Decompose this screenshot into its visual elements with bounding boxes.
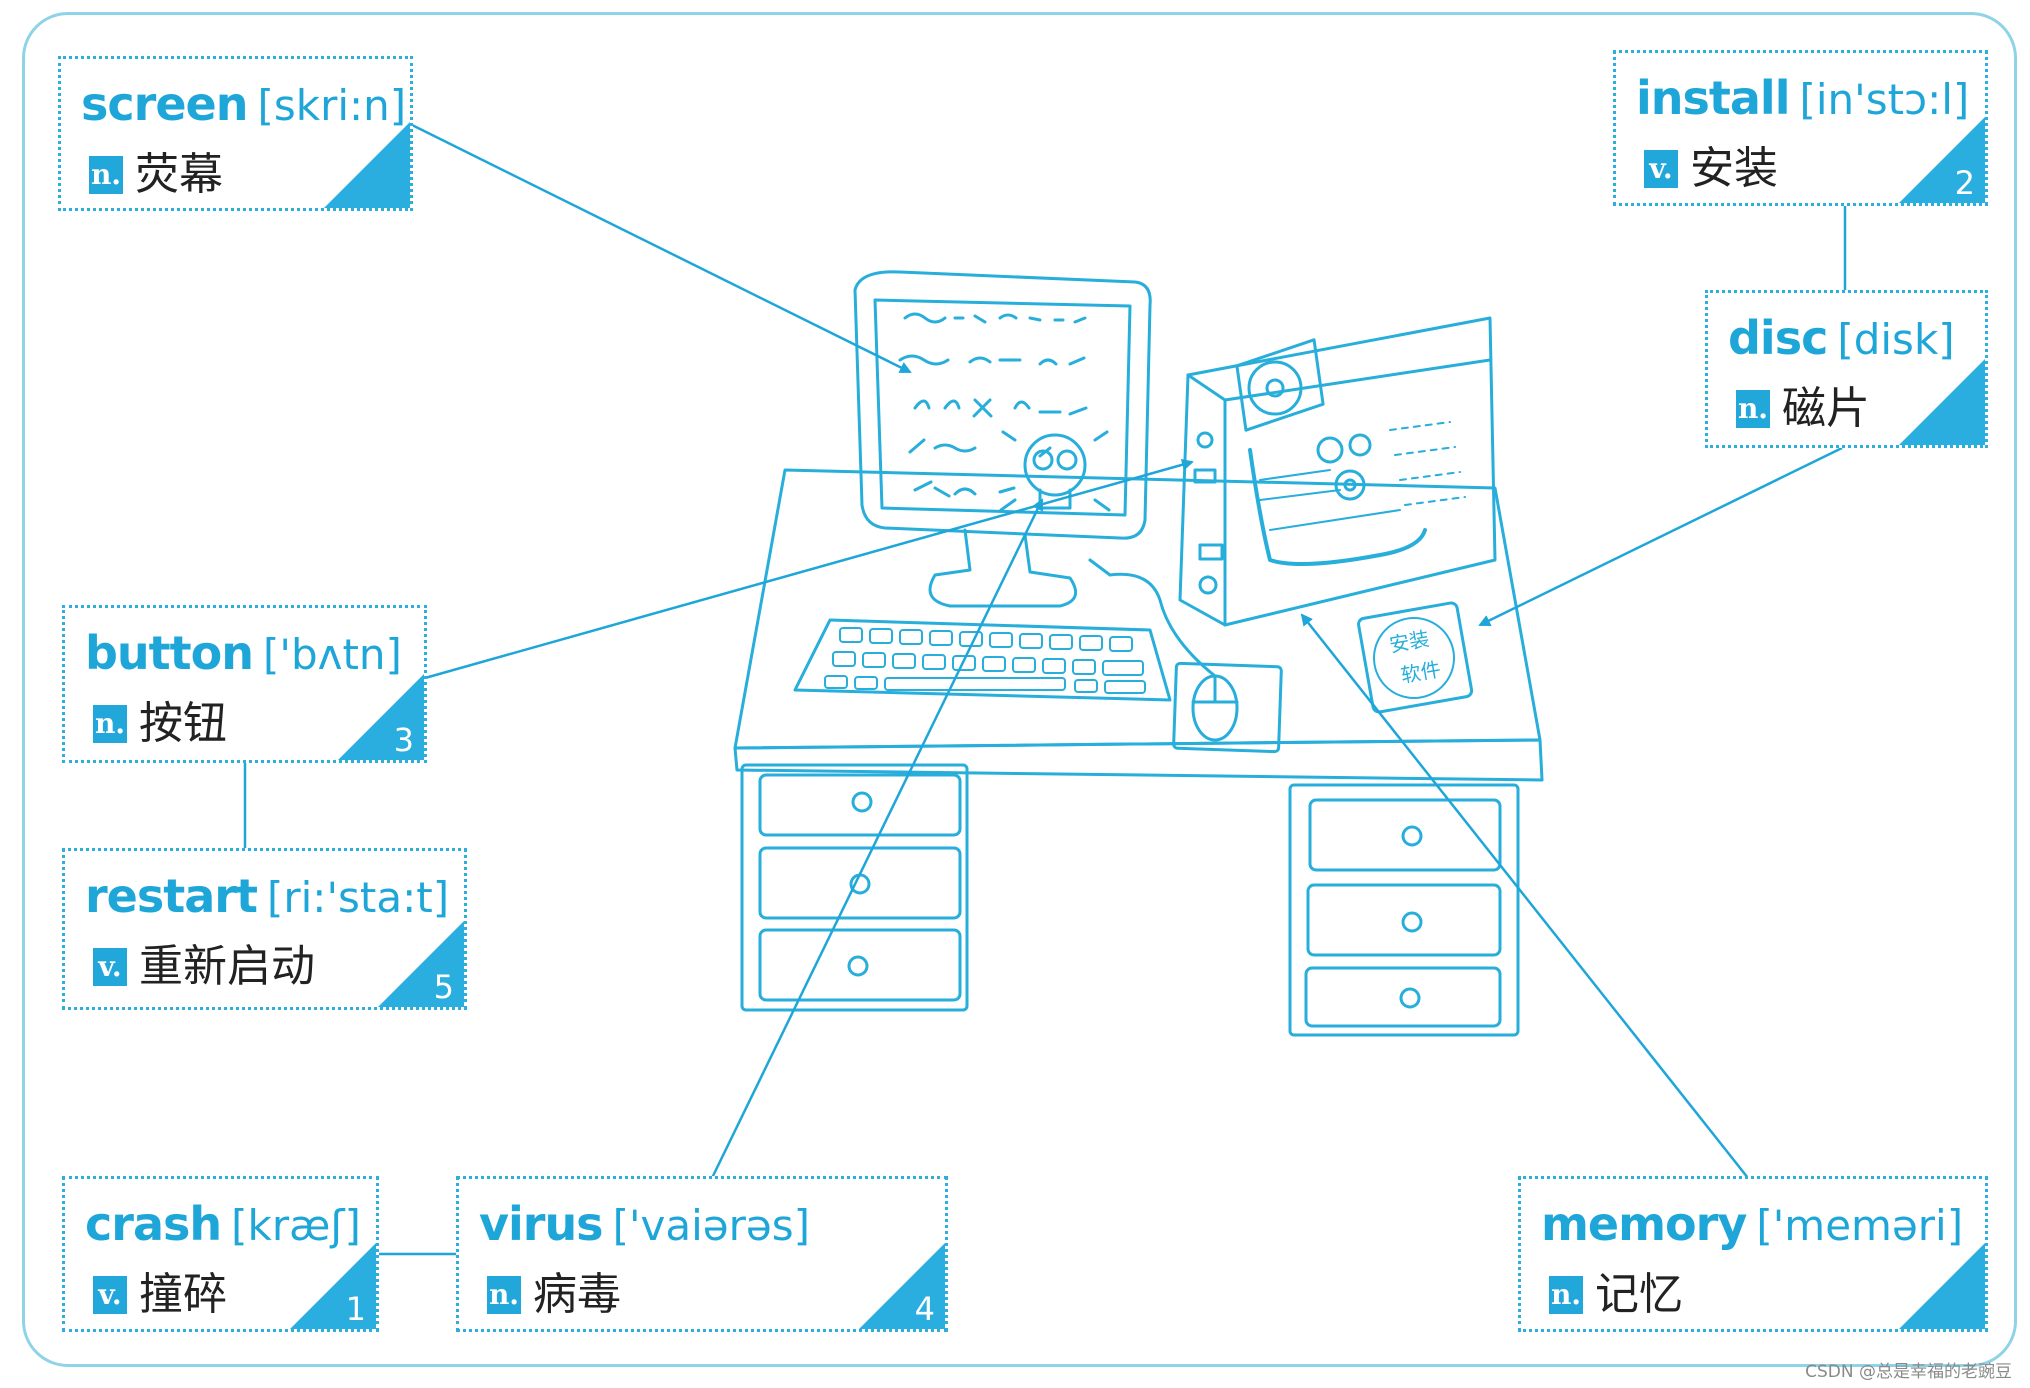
card-phonetic: ['bʌtn]	[263, 630, 402, 679]
vocab-card-restart: restart[ri:'sta:t] v. 重新启动 5	[62, 848, 467, 1010]
software-disc-case	[1357, 601, 1474, 714]
pos-badge: v.	[1644, 150, 1678, 188]
pos-badge: v.	[93, 948, 127, 986]
card-word: memory	[1541, 1197, 1747, 1251]
card-word: install	[1636, 71, 1790, 125]
watermark-credit: CSDN @总是幸福的老豌豆	[1805, 1362, 2012, 1382]
mouse-pad	[1172, 661, 1283, 754]
card-frame	[22, 12, 2017, 1367]
corner-triangle	[1899, 359, 1985, 445]
pos-badge: n.	[89, 156, 123, 194]
vocab-card-disc: disc[disk] n. 磁片	[1705, 290, 1988, 448]
card-phonetic: [ri:'sta:t]	[266, 873, 450, 922]
arrow-disc	[1478, 446, 1843, 627]
arrow-memory	[1300, 613, 1749, 1179]
keyboard	[793, 618, 1172, 702]
card-number: 2	[1954, 164, 1975, 202]
monitor-screen	[873, 298, 1132, 517]
skull-icon	[1023, 433, 1087, 497]
arrow-virus	[710, 498, 1044, 1179]
card-number: 3	[393, 721, 414, 759]
disc-case-label: 安装	[1387, 626, 1431, 657]
corner-triangle	[859, 1243, 945, 1329]
right-pedestal	[1288, 783, 1520, 1037]
card-word: virus	[479, 1197, 604, 1251]
card-word: restart	[85, 869, 258, 923]
card-word: screen	[81, 77, 248, 131]
disc-slot-icon	[1247, 360, 1303, 416]
card-meaning: 撞碎	[139, 1269, 227, 1320]
card-phonetic: [disk]	[1837, 315, 1955, 364]
pos-badge: v.	[93, 1276, 127, 1314]
pos-badge: n.	[1736, 390, 1770, 428]
card-number: 1	[345, 1290, 366, 1328]
vocab-card-crash: crash[kræʃ] v. 撞碎 1	[62, 1176, 379, 1332]
disc-case-label-2: 软件	[1399, 657, 1443, 688]
arrow-button	[424, 458, 1194, 680]
vocab-card-screen: screen[skri:n] n. 荧幕	[58, 56, 413, 211]
card-meaning: 重新启动	[139, 941, 315, 992]
card-phonetic: ['meməri]	[1756, 1201, 1964, 1250]
card-meaning: 病毒	[533, 1269, 621, 1320]
card-phonetic: [skri:n]	[257, 81, 407, 130]
desk-front-edge	[733, 738, 1544, 782]
card-phonetic: [in'stɔ:l]	[1799, 75, 1970, 124]
card-number: 5	[433, 968, 454, 1006]
vocab-card-memory: memory['meməri] n. 记忆	[1518, 1176, 1988, 1332]
vocab-card-virus: virus['vaiərəs] n. 病毒 4	[456, 1176, 948, 1332]
card-word: button	[85, 626, 254, 680]
card-meaning: 安装	[1690, 143, 1778, 194]
corner-triangle	[324, 122, 410, 208]
corner-triangle	[290, 1243, 376, 1329]
arrow-screen	[411, 123, 912, 374]
card-word: disc	[1728, 311, 1828, 365]
pos-badge: n.	[1549, 1276, 1583, 1314]
pos-badge: n.	[93, 705, 127, 743]
card-meaning: 按钮	[139, 698, 227, 749]
left-pedestal	[740, 763, 969, 1012]
corner-triangle	[1899, 1243, 1985, 1329]
pos-badge: n.	[487, 1276, 521, 1314]
corner-triangle	[338, 674, 424, 760]
computer-tower	[1178, 316, 1497, 627]
card-meaning: 磁片	[1782, 383, 1870, 434]
corner-triangle	[1899, 117, 1985, 203]
monitor	[853, 270, 1152, 540]
card-meaning: 荧幕	[135, 149, 223, 200]
card-phonetic: [kræʃ]	[231, 1201, 361, 1250]
vocab-card-install: install[in'stɔ:l] v. 安装 2	[1613, 50, 1988, 206]
card-number: 4	[914, 1290, 935, 1328]
corner-triangle	[378, 921, 464, 1007]
card-phonetic: ['vaiərəs]	[612, 1201, 810, 1250]
card-word: crash	[85, 1197, 222, 1251]
vocab-card-button: button['bʌtn] n. 按钮 3	[62, 605, 427, 763]
card-meaning: 记忆	[1595, 1269, 1683, 1320]
